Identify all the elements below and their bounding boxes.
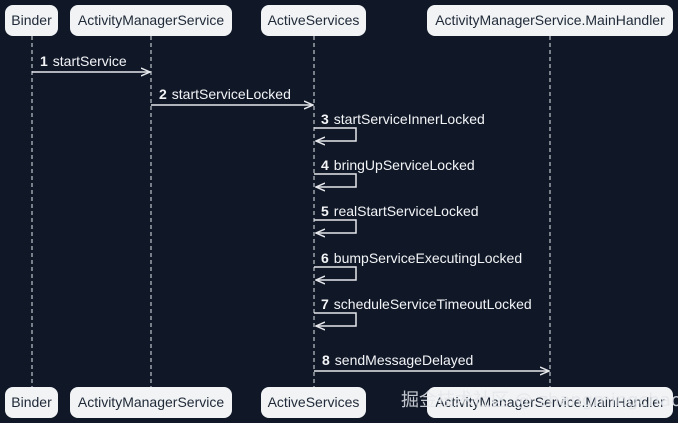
message-1-startservice: 1 startService [32,53,150,72]
message-4-bringupservicelocked: 4 bringUpServiceLocked [314,157,475,187]
message-text: scheduleServiceTimeoutLocked [334,296,532,312]
message-number: 4 [321,157,329,173]
message-label: 6 bumpServiceExecutingLocked [321,250,522,266]
message-6-bumpserviceexecutinglocked: 6 bumpServiceExecutingLocked [314,250,522,280]
message-label: 8 sendMessageDelayed [322,352,473,368]
participant-box [70,5,232,36]
message-5-realstartservicelocked: 5 realStartServiceLocked [314,203,479,233]
participant-box [5,5,58,36]
message-label: 1 startService [40,53,127,69]
message-number: 5 [321,203,329,219]
message-2-startservicelocked: 2 startServiceLocked [151,86,313,105]
participant-box [427,387,673,418]
message-text: bringUpServiceLocked [334,157,475,173]
participant-box [427,5,673,36]
participant-label: ActiveServices [268,12,360,28]
message-arrow [314,266,357,280]
message-number: 1 [40,53,48,69]
message-label: 4 bringUpServiceLocked [321,157,475,173]
message-7-scheduleservicetimeoutlocked: 7 scheduleServiceTimeoutLocked [314,296,532,326]
message-8-sendmessagedelayed: 8 sendMessageDelayed [314,352,549,371]
participant-box [261,387,366,418]
participant-label: ActivityManagerService [78,12,224,28]
message-arrow [314,219,357,233]
participant-label: Binder [11,12,52,28]
message-number: 2 [159,86,167,102]
message-number: 8 [322,352,330,368]
message-text: startServiceInnerLocked [334,111,485,127]
participant-activitymanagerservice-top: ActivityManagerService [70,5,232,36]
message-label: 7 scheduleServiceTimeoutLocked [321,296,532,312]
participant-binder-bottom: Binder [5,387,58,418]
message-number: 6 [321,250,329,266]
message-label: 5 realStartServiceLocked [321,203,479,219]
participant-label: ActivityManagerService.MainHandler [435,394,665,410]
message-arrow [314,312,357,326]
participant-box [70,387,232,418]
message-number: 3 [321,111,329,127]
participant-activitymanagerservice-bottom: ActivityManagerService [70,387,232,418]
message-text: bumpServiceExecutingLocked [334,250,522,266]
participant-label: ActiveServices [268,394,360,410]
participant-box [261,5,366,36]
watermark: 掘金技术社区 @ zhangmingchao [401,390,678,411]
participant-activitymanagerservice-mainhandler-top: ActivityManagerService.MainHandler [427,5,673,36]
message-text: sendMessageDelayed [335,352,474,368]
participant-label: ActivityManagerService.MainHandler [435,12,665,28]
message-text: realStartServiceLocked [334,203,479,219]
participant-box [5,387,58,418]
participant-label: ActivityManagerService [78,394,224,410]
message-arrow [314,127,357,141]
message-label: 2 startServiceLocked [159,86,291,102]
participant-activitymanagerservice-mainhandler-bottom: ActivityManagerService.MainHandler [427,387,673,418]
message-3-startserviceinnerlocked: 3 startServiceInnerLocked [314,111,485,141]
message-label: 3 startServiceInnerLocked [321,111,485,127]
participant-activeservices-bottom: ActiveServices [261,387,366,418]
message-arrow [314,173,357,187]
message-text: startServiceLocked [172,86,291,102]
message-text: startService [53,53,127,69]
participant-label: Binder [11,394,52,410]
message-number: 7 [321,296,329,312]
participant-binder-top: Binder [5,5,58,36]
participant-activeservices-top: ActiveServices [261,5,366,36]
